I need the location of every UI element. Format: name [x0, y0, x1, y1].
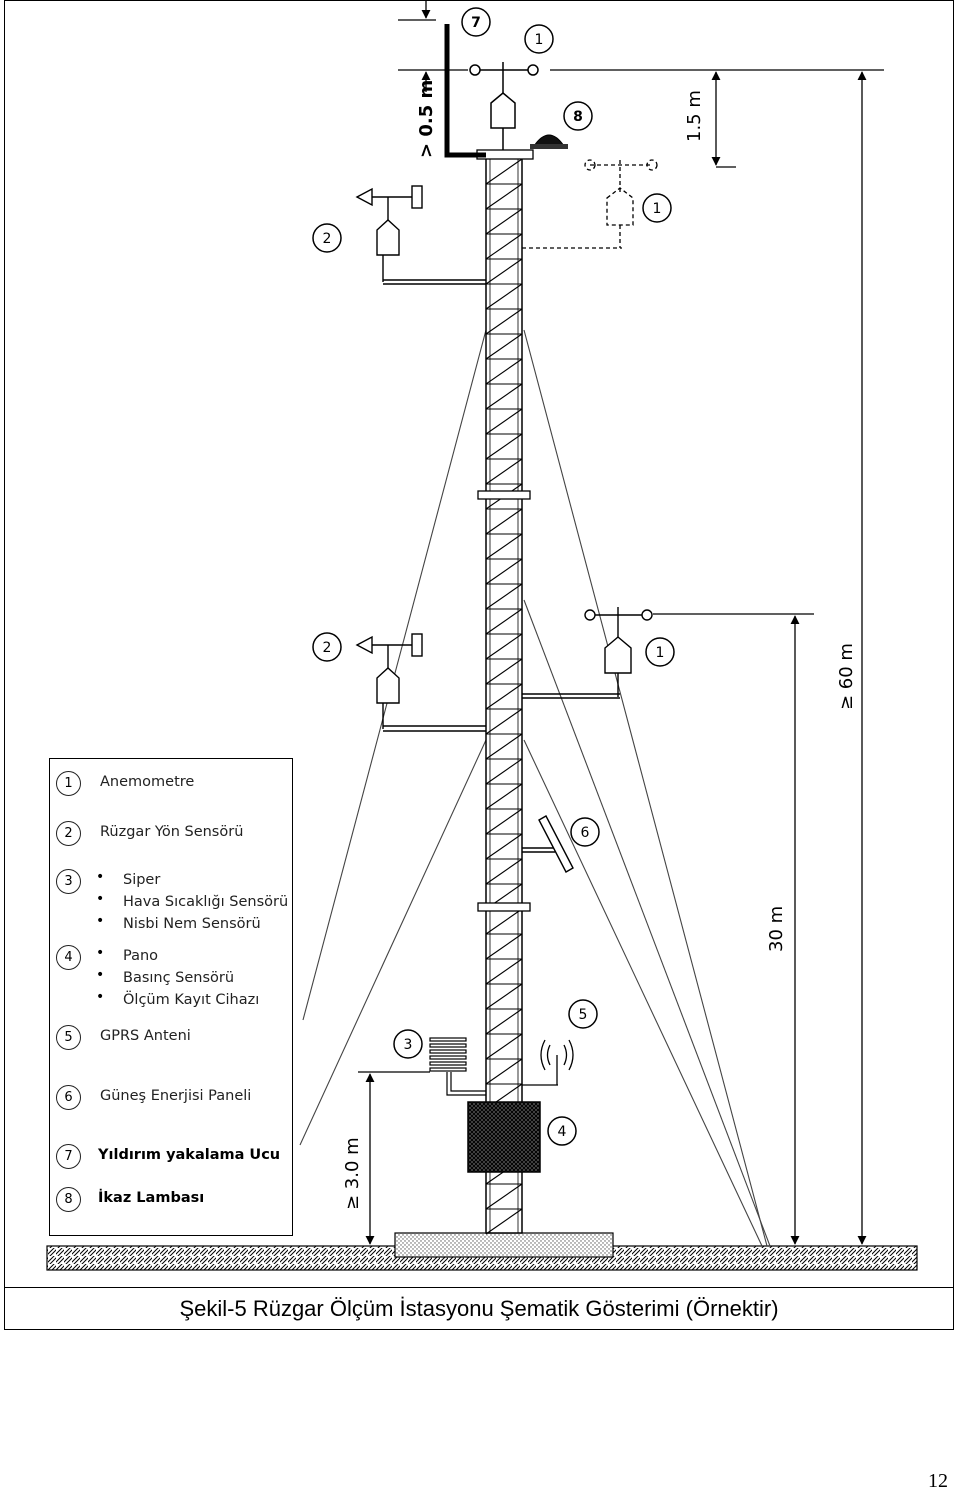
legend-label: Güneş Enerjisi Paneli: [100, 1088, 252, 1104]
figure-frame: [4, 0, 954, 1330]
alt-anemometer-dashed: [522, 159, 658, 249]
low-flange: [477, 902, 531, 912]
svg-text:5: 5: [579, 1007, 588, 1023]
radiation-shield: [429, 1037, 486, 1096]
svg-text:7: 7: [471, 15, 481, 31]
callout-4: 4: [547, 1116, 577, 1146]
dim-total-height: ≥ 60 m: [836, 643, 857, 710]
solar-panel: [522, 815, 574, 873]
top-anemometer: [469, 62, 539, 150]
legend-label: GPRS Anteni: [100, 1028, 191, 1044]
callout-2-lower: 2: [312, 632, 342, 662]
legend-bullet: •: [96, 967, 105, 983]
svg-text:1: 1: [656, 645, 665, 661]
mid-flange: [477, 490, 531, 500]
mid-anemometer: [522, 607, 653, 699]
control-box: [467, 1101, 541, 1173]
lower-wind-vane: [355, 633, 486, 732]
svg-text:6: 6: [581, 825, 590, 841]
legend-label: Ölçüm Kayıt Cihazı: [123, 992, 260, 1008]
legend-number-badge: 8: [56, 1187, 81, 1212]
legend-number-badge: 3: [56, 869, 81, 894]
legend-label: Hava Sıcaklığı Sensörü: [123, 894, 289, 910]
svg-text:4: 4: [558, 1124, 567, 1140]
legend-label: Pano: [123, 948, 159, 964]
svg-text:2: 2: [323, 231, 332, 247]
dimension-lines: [358, 0, 884, 1245]
dim-screen-height: ≥ 3.0 m: [342, 1137, 363, 1210]
legend-label: Anemometre: [100, 774, 195, 790]
legend-bullet: •: [96, 913, 105, 929]
legend-number-badge: 7: [56, 1144, 81, 1169]
callout-8: 8: [563, 101, 593, 131]
legend-bullet: •: [96, 945, 105, 961]
legend-label: Siper: [123, 872, 161, 888]
svg-text:1: 1: [653, 201, 662, 217]
legend-label: Basınç Sensörü: [123, 970, 235, 986]
dim-mid-height: 30 m: [766, 906, 787, 952]
lattice-mast: [485, 156, 523, 1235]
legend-label: Yıldırım yakalama Ucu: [98, 1147, 281, 1163]
legend-number-badge: 2: [56, 821, 81, 846]
legend-label: Rüzgar Yön Sensörü: [100, 824, 244, 840]
page-number: 12: [928, 1470, 948, 1492]
callout-7: 7: [461, 7, 491, 37]
legend-bullet: •: [96, 989, 105, 1005]
callout-3: 3: [393, 1029, 423, 1059]
svg-text:2: 2: [323, 640, 332, 656]
top-wind-vane: [355, 185, 486, 285]
svg-text:8: 8: [573, 109, 583, 125]
callout-6: 6: [570, 817, 600, 847]
callout-1-top: 1: [524, 24, 554, 54]
dim-sensor-spacing: 1.5 m: [684, 90, 705, 142]
callout-1-dashed: 1: [642, 193, 672, 223]
figure-caption: Şekil-5 Rüzgar Ölçüm İstasyonu Şematik G…: [4, 1287, 954, 1330]
legend-number-badge: 6: [56, 1085, 81, 1110]
caption-text: Şekil-5 Rüzgar Ölçüm İstasyonu Şematik G…: [179, 1296, 779, 1321]
svg-text:1: 1: [535, 32, 544, 48]
legend-number-badge: 4: [56, 945, 81, 970]
gprs-antenna: [522, 1039, 574, 1086]
legend-label: Nisbi Nem Sensörü: [123, 916, 261, 932]
lightning-rod: [444, 24, 486, 158]
callout-1-mid: 1: [645, 637, 675, 667]
legend-bullet: •: [96, 869, 105, 885]
legend-box: 1 Anemometre 2 Rüzgar Yön Sensörü 3 • Siper • Ha…: [49, 758, 293, 1236]
callout-2-top: 2: [312, 223, 342, 253]
legend-bullet: •: [96, 891, 105, 907]
svg-text:3: 3: [404, 1037, 413, 1053]
callout-5: 5: [568, 999, 598, 1029]
legend-label: İkaz Lambası: [98, 1190, 205, 1206]
dim-top-offset: > 0.5 m: [416, 80, 437, 158]
legend-number-badge: 1: [56, 771, 81, 796]
foundation: [394, 1232, 614, 1258]
legend-number-badge: 5: [56, 1025, 81, 1050]
